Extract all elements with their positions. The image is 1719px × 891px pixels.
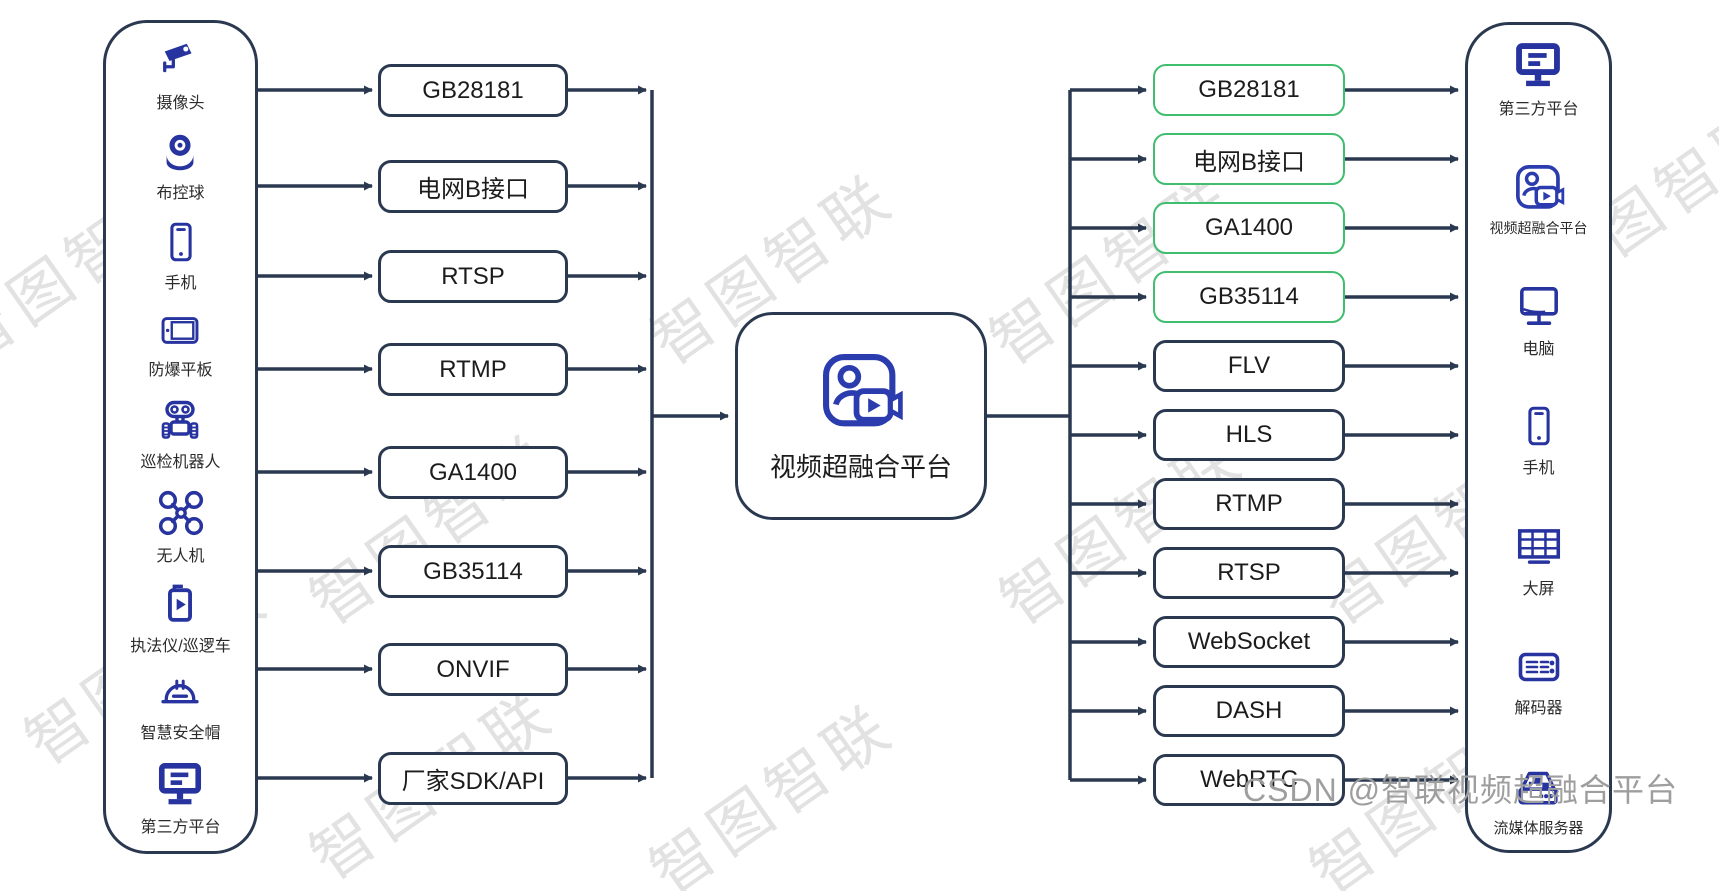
bigscreen-icon [1513,521,1565,571]
destination-item-computer: 电脑 [1513,281,1565,359]
smartphone-icon [1516,402,1562,450]
source-item-drone: 无人机 [155,488,207,566]
output-protocol-box: GB35114 [1153,271,1345,323]
ingest-protocol-box: GB28181 [378,64,568,117]
output-protocol-box: 电网B接口 [1153,133,1345,185]
video-platform-icon [1513,162,1565,214]
destination-item-platform: 视频超融合平台 [1490,162,1588,238]
platform-label: 视频超融合平台 [769,451,952,482]
destination-item-label: 大屏 [1522,581,1555,598]
helmet-icon [155,671,205,715]
source-item-ptz-dome: 布控球 [156,129,205,203]
ptz-dome-icon [156,129,204,175]
video-platform-icon [818,349,904,435]
ingest-protocol-box: RTSP [378,250,568,303]
output-protocol-box: WebRTC [1153,754,1345,806]
source-item-label: 无人机 [156,547,205,565]
monitor-icon [154,759,206,809]
output-protocol-box: RTSP [1153,547,1345,599]
destination-item-label: 解码器 [1514,700,1563,717]
source-item-camera: 摄像头 [156,39,206,113]
ingest-protocol-box: RTMP [378,343,568,396]
output-protocol-box: RTMP [1153,478,1345,530]
source-item-label: 智慧安全帽 [140,725,221,743]
destination-item-label: 手机 [1522,460,1555,477]
robot-icon [155,396,205,444]
smartphone-icon [158,219,204,265]
destination-item-bigscreen: 大屏 [1513,521,1565,599]
computer-icon [1513,281,1565,331]
output-protocol-box: DASH [1153,685,1345,737]
source-item-label: 布控球 [156,184,205,202]
source-item-label: 手机 [164,274,197,292]
source-item-label: 防爆平板 [148,362,213,380]
output-protocol-box: GA1400 [1153,202,1345,254]
destination-item-decoder: 解码器 [1513,642,1565,718]
ingest-protocol-box: ONVIF [378,643,568,696]
destination-item-label: 视频超融合平台 [1489,220,1588,236]
ingest-protocol-box: GB35114 [378,545,568,598]
source-item-robot: 巡检机器人 [140,396,221,472]
platform-box: 视频超融合平台 [735,312,987,520]
destination-item-label: 第三方平台 [1498,101,1579,118]
destination-item-phone: 手机 [1516,402,1562,478]
output-protocol-box: FLV [1153,340,1345,392]
output-protocol-box: GB28181 [1153,64,1345,116]
destination-item-media-server: 流媒体服务器 [1493,761,1584,838]
cctv-camera-icon [156,39,206,85]
output-protocol-box: HLS [1153,409,1345,461]
source-item-bodycam: 执法仪/巡逻车 [130,582,231,656]
destinations-panel: 第三方平台 视频超融合平台 电脑 手机 大屏 解码器 流媒体服务器 [1465,22,1612,853]
decoder-icon [1513,642,1565,690]
source-item-label: 第三方平台 [140,819,221,836]
source-item-tablet: 防爆平板 [148,308,213,380]
source-item-helmet: 智慧安全帽 [140,671,221,743]
source-item-label: 巡检机器人 [140,454,221,471]
source-item-phone: 手机 [158,219,204,293]
ingest-protocol-box: GA1400 [378,446,568,499]
destination-item-label: 电脑 [1522,341,1555,358]
csdn-watermark: CSDN @智联视频超融合平台 [1243,772,1679,808]
source-item-third-party: 第三方平台 [140,759,221,837]
bodycam-icon [157,582,203,628]
source-item-label: 摄像头 [156,95,205,112]
drone-icon [155,488,207,538]
destination-item-label: 流媒体服务器 [1493,820,1584,837]
ingest-protocol-box: 厂家SDK/API [378,752,568,805]
sources-panel: 摄像头 布控球 手机 防爆平板 巡检机器人 无人机 执法仪/巡逻车 智慧安全帽 [103,20,258,854]
destination-item-third-party: 第三方平台 [1498,39,1579,119]
ingest-protocol-box: 电网B接口 [378,160,568,213]
source-item-label: 执法仪/巡逻车 [130,637,231,655]
tablet-icon [155,308,205,352]
monitor-icon [1511,39,1565,91]
output-protocol-box: WebSocket [1153,616,1345,668]
